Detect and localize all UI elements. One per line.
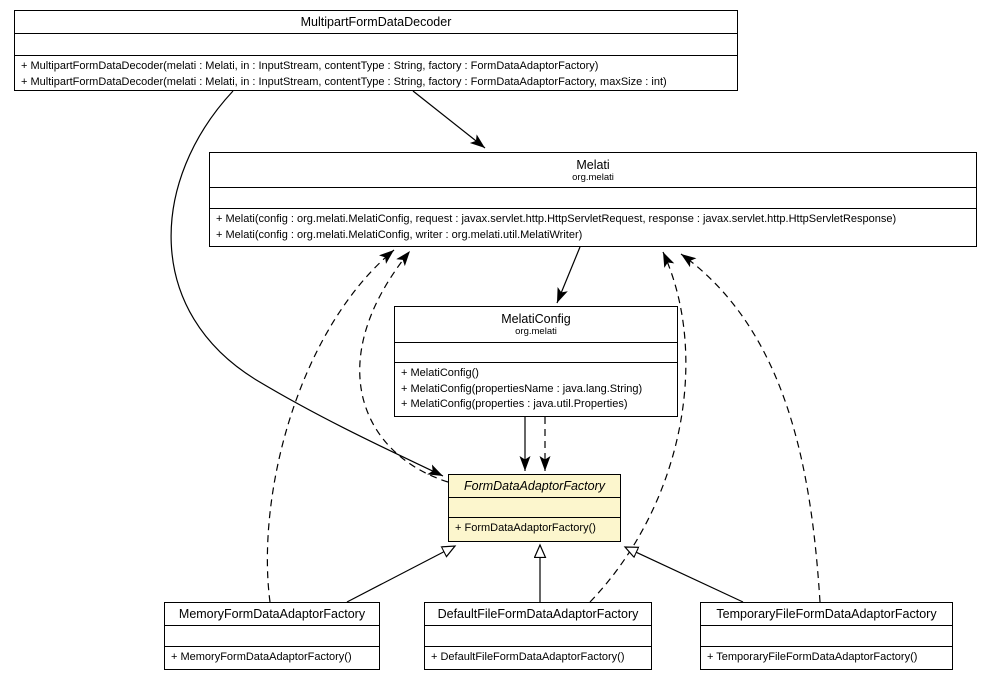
title-compartment: MemoryFormDataAdaptorFactory (165, 603, 379, 626)
edge-gen-temporary-to-factory (625, 547, 744, 603)
methods-compartment: + FormDataAdaptorFactory() (449, 518, 620, 541)
class-package: org.melati (515, 326, 557, 337)
class-melati-config[interactable]: MelatiConfig org.melati + MelatiConfig()… (394, 306, 678, 417)
method-label: + MelatiConfig() (401, 367, 479, 379)
edge-assoc-melati-to-melaticonfig (556, 246, 581, 304)
method-label: + MelatiConfig(properties : java.util.Pr… (401, 398, 628, 410)
class-temporary-file-form-data-adaptor-factory[interactable]: TemporaryFileFormDataAdaptorFactory + Te… (700, 602, 953, 670)
title-compartment: TemporaryFileFormDataAdaptorFactory (701, 603, 952, 626)
class-name: MemoryFormDataAdaptorFactory (178, 607, 366, 621)
class-default-file-form-data-adaptor-factory[interactable]: DefaultFileFormDataAdaptorFactory + Defa… (424, 602, 652, 670)
class-form-data-adaptor-factory[interactable]: FormDataAdaptorFactory + FormDataAdaptor… (448, 474, 621, 542)
attributes-compartment (210, 188, 976, 209)
attributes-compartment (15, 34, 737, 56)
method-label: + MemoryFormDataAdaptorFactory() (171, 651, 352, 663)
edge-dep-temporary-to-melati (680, 253, 821, 603)
title-compartment: DefaultFileFormDataAdaptorFactory (425, 603, 651, 626)
class-name: FormDataAdaptorFactory (463, 479, 606, 493)
method-label: + MultipartFormDataDecoder(melati : Mela… (21, 60, 599, 72)
edge-dep-memory-to-melati (266, 249, 395, 603)
class-name: Melati (576, 157, 610, 172)
method-label: + Melati(config : org.melati.MelatiConfi… (216, 213, 897, 225)
title-compartment: Melati org.melati (210, 153, 976, 188)
edge-gen-memory-to-factory (346, 546, 455, 603)
method-label: + MultipartFormDataDecoder(melati : Mela… (21, 75, 667, 88)
attributes-compartment (701, 626, 952, 647)
method-label: + Melati(config : org.melati.MelatiConfi… (216, 228, 583, 241)
edge-dep-factory-to-melati (359, 250, 449, 483)
title-compartment: MelatiConfig org.melati (395, 307, 677, 343)
class-name: MelatiConfig (501, 312, 571, 326)
class-melati[interactable]: Melati org.melati + Melati(config : org.… (209, 152, 977, 247)
edge-dep-default-to-melati (589, 251, 687, 603)
method-label: + FormDataAdaptorFactory() (455, 522, 596, 534)
class-memory-form-data-adaptor-factory[interactable]: MemoryFormDataAdaptorFactory + MemoryFor… (164, 602, 380, 670)
class-name: TemporaryFileFormDataAdaptorFactory (716, 607, 937, 621)
methods-compartment: + Melati(config : org.melati.MelatiConfi… (210, 209, 976, 246)
edge-assoc-decoder-to-factory (170, 90, 444, 477)
class-name: DefaultFileFormDataAdaptorFactory (437, 607, 639, 621)
class-name: MultipartFormDataDecoder (300, 15, 452, 29)
methods-compartment: + TemporaryFileFormDataAdaptorFactory() (701, 647, 952, 669)
class-package: org.melati (572, 171, 614, 183)
title-compartment: MultipartFormDataDecoder (15, 11, 737, 34)
attributes-compartment (425, 626, 651, 647)
method-label: + TemporaryFileFormDataAdaptorFactory() (707, 651, 918, 663)
methods-compartment: + MemoryFormDataAdaptorFactory() (165, 647, 379, 669)
class-multipart-form-data-decoder[interactable]: MultipartFormDataDecoder + MultipartForm… (14, 10, 738, 91)
attributes-compartment (395, 343, 677, 363)
method-label: + DefaultFileFormDataAdaptorFactory() (431, 651, 625, 663)
methods-compartment: + MelatiConfig() + MelatiConfig(propertie… (395, 363, 677, 416)
method-label: + MelatiConfig(propertiesName : java.lan… (401, 382, 643, 395)
attributes-compartment (449, 498, 620, 518)
attributes-compartment (165, 626, 379, 647)
edge-assoc-decoder-to-melati (412, 90, 486, 149)
methods-compartment: + DefaultFileFormDataAdaptorFactory() (425, 647, 651, 669)
title-compartment: FormDataAdaptorFactory (449, 475, 620, 498)
methods-compartment: + MultipartFormDataDecoder(melati : Mela… (15, 56, 737, 90)
